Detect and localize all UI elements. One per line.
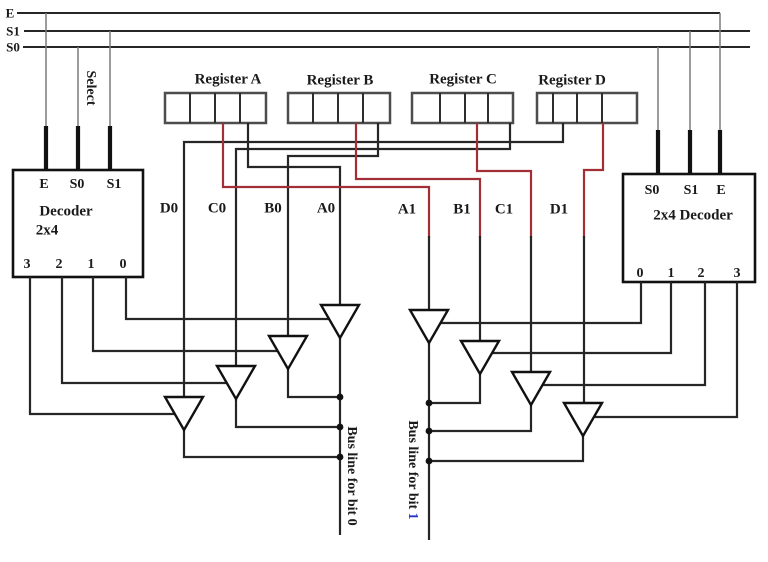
tristate-buffers-bit0 (162, 303, 362, 433)
register-d-box (535, 91, 639, 125)
junction-dot-icon (336, 423, 344, 431)
decoder-left-output-3: 3 (23, 257, 31, 272)
register-b-title: Register B (306, 72, 374, 89)
register-a-title: Register A (194, 71, 262, 88)
register-c-box (410, 91, 515, 125)
decoder-right-title: 2x4 Decoder (653, 207, 733, 224)
junction-dot-icon (336, 453, 344, 461)
tristate-buffer-a0-icon (318, 303, 362, 341)
decoder-left-title-line2: 2x4 (35, 222, 59, 239)
decoder-right-input-s1: S1 (683, 183, 699, 198)
select-label: Select (83, 70, 98, 106)
bit0-label-a0: A0 (316, 200, 336, 217)
decoder-left-input-e: E (39, 177, 49, 192)
e-rail-label: E (5, 5, 15, 21)
s1-rail-label: S1 (6, 23, 20, 39)
bit1-wires (221, 123, 605, 403)
bus0-label: Bus line for bit 0 (344, 426, 359, 526)
decoder-left-output-1: 1 (87, 257, 95, 272)
bit0-label-d0: D0 (159, 200, 179, 217)
decoder-right-input-e: E (716, 183, 726, 198)
decoder-left-box (11, 168, 145, 279)
bus1-label-text: Bus line for bit (405, 420, 420, 513)
decoder-right-output-2: 2 (697, 266, 705, 281)
tristate-buffer-a1-icon (407, 308, 451, 346)
junction-dot-icon (425, 399, 433, 407)
decoder-left-output-2: 2 (55, 257, 63, 272)
bit0-label-c0: C0 (207, 200, 227, 217)
decoder-left-outputs (28, 277, 329, 416)
bus-lines (182, 338, 585, 540)
junction-dot-icon (425, 457, 433, 465)
bit0-wires (182, 123, 565, 397)
register-d-title: Register D (538, 72, 606, 89)
decoder-left-input-s1: S1 (106, 177, 122, 192)
bus1-label-bit: 1 (405, 512, 420, 520)
tristate-buffer-b0-icon (266, 334, 310, 372)
junction-dot-icon (425, 427, 433, 435)
decoder-input-drops (43, 13, 723, 174)
tristate-buffer-c0-icon (214, 364, 258, 402)
decoder-right-outputs (441, 282, 739, 419)
tristate-buffer-d0-icon (162, 395, 206, 433)
tristate-buffer-d1-icon (561, 401, 605, 439)
decoder-right-output-0: 0 (636, 266, 644, 281)
decoder-right-input-s0: S0 (644, 183, 660, 198)
bus1-label: Bus line for bit 1 (405, 420, 420, 520)
decoder-left-input-s0: S0 (69, 177, 85, 192)
register-a-box (163, 91, 268, 125)
junction-dots (336, 393, 433, 465)
bit1-label-a1: A1 (397, 201, 417, 218)
decoder-left-title-line1: Decoder (39, 203, 93, 220)
top-rails (17, 12, 750, 48)
bit1-label-b1: B1 (453, 201, 471, 218)
register-c-title: Register C (429, 71, 497, 88)
tristate-buffer-b1-icon (458, 339, 502, 377)
bit1-label-d1: D1 (549, 201, 569, 218)
decoder-left-output-0: 0 (119, 257, 127, 272)
junction-dot-icon (336, 393, 344, 401)
bit1-label-c1: C1 (494, 201, 514, 218)
s0-rail-label: S0 (6, 39, 20, 55)
tristate-buffer-c1-icon (509, 370, 553, 408)
decoder-right-output-1: 1 (667, 266, 675, 281)
bit0-label-b0: B0 (264, 200, 282, 217)
tristate-buffers-bit1 (407, 308, 605, 439)
register-b-box (286, 91, 392, 125)
decoder-right-output-3: 3 (733, 266, 741, 281)
decoder-right-box (621, 172, 757, 284)
